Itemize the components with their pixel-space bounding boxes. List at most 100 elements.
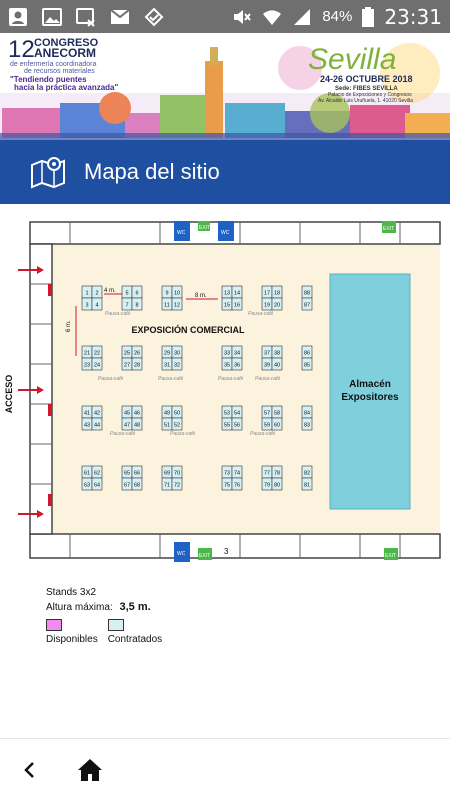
page-title: Mapa del sitio (84, 159, 220, 184)
stand-44[interactable] (91, 417, 103, 431)
banner-venue1: Sede: FIBES SEVILLA (335, 86, 398, 92)
stand-number: 88 (304, 291, 310, 297)
stand-number: 74 (234, 471, 240, 477)
stand-8[interactable] (131, 297, 143, 311)
stand-16[interactable] (231, 297, 243, 311)
stand-12[interactable] (171, 297, 183, 311)
stand-20[interactable] (271, 297, 283, 311)
stand-number: 29 (164, 351, 170, 357)
stand-number: 77 (264, 471, 270, 477)
stand-number: 50 (174, 411, 180, 417)
wc-label: WC (177, 230, 186, 236)
account-icon (9, 7, 27, 26)
pausa-cafe-label: Pausa-café (170, 431, 196, 437)
stand-number: 80 (274, 483, 280, 489)
stand-number: 38 (274, 351, 280, 357)
stand-number: 6 (135, 291, 138, 297)
bottom-wall (29, 533, 441, 559)
stand-number: 83 (304, 423, 310, 429)
stand-number: 84 (304, 411, 310, 417)
floor-plan-svg: WC EXIT WC EXIT WC EXIT 3 EXIT Almacén E… (4, 221, 441, 562)
stand-52[interactable] (171, 417, 183, 431)
exit-label: EXIT (199, 225, 210, 231)
stand-number: 24 (94, 363, 100, 369)
stand-number: 9 (165, 291, 168, 297)
stand-number: 47 (124, 423, 130, 429)
stand-32[interactable] (171, 357, 183, 371)
exit-label: EXIT (385, 553, 396, 559)
floor-plan[interactable]: WC EXIT WC EXIT WC EXIT 3 EXIT Almacén E… (0, 204, 450, 574)
stand-number: 86 (304, 351, 310, 357)
stand-number: 37 (264, 351, 270, 357)
home-button[interactable] (60, 739, 120, 801)
stand-number: 87 (304, 303, 310, 309)
banner-venue2: Palacio de Exposiciones y Congresos (328, 92, 412, 98)
stand-number: 54 (234, 411, 240, 417)
stand-85[interactable] (301, 357, 313, 371)
stand-number: 43 (84, 423, 90, 429)
stand-number: 44 (94, 423, 100, 429)
stand-number: 11 (164, 303, 170, 309)
pausa-cafe-label: Pausa-café (98, 376, 124, 382)
stand-36[interactable] (231, 357, 243, 371)
banner-subtitle2: de recursos materiales (24, 68, 95, 75)
storage-area[interactable] (329, 273, 411, 510)
exit-label: EXIT (383, 226, 394, 232)
stand-number: 1 (85, 291, 88, 297)
stand-number: 17 (264, 291, 270, 297)
check-tag-icon (144, 7, 164, 26)
stand-number: 15 (224, 303, 230, 309)
pausa-cafe-label: Pausa-café (158, 376, 184, 382)
back-button[interactable] (0, 739, 60, 801)
mail-icon (110, 8, 130, 24)
exit-bottom (198, 548, 212, 560)
stand-48[interactable] (131, 417, 143, 431)
stand-number: 3 (85, 303, 88, 309)
stand-83[interactable] (301, 417, 313, 431)
page-header: Mapa del sitio (0, 140, 450, 204)
stand-80[interactable] (271, 477, 283, 491)
stand-number: 8 (135, 303, 138, 309)
stand-number: 22 (94, 351, 100, 357)
stand-number: 45 (124, 411, 130, 417)
top-wall (29, 221, 441, 245)
stand-81[interactable] (301, 477, 313, 491)
pausa-cafe-label: Pausa-café (218, 376, 244, 382)
stand-number: 34 (234, 351, 240, 357)
stand-number: 41 (84, 411, 90, 417)
stand-number: 58 (274, 411, 280, 417)
legend-available-label: Disponibles (46, 634, 98, 645)
wc-top-right (218, 221, 234, 241)
stand-number: 81 (304, 483, 310, 489)
stand-56[interactable] (231, 417, 243, 431)
stand-number: 21 (84, 351, 90, 357)
stand-number: 28 (134, 363, 140, 369)
dimension-markers (75, 293, 218, 356)
clock: 23:31 (384, 4, 442, 29)
stand-number: 30 (174, 351, 180, 357)
mute-icon (234, 9, 252, 24)
legend-swatch-contracted (108, 619, 124, 631)
stand-87[interactable] (301, 297, 313, 311)
stand-76[interactable] (231, 477, 243, 491)
stand-72[interactable] (171, 477, 183, 491)
stand-number: 32 (174, 363, 180, 369)
stand-28[interactable] (131, 357, 143, 371)
stand-number: 40 (274, 363, 280, 369)
stand-number: 48 (134, 423, 140, 429)
chevron-left-icon (24, 761, 34, 778)
banner-venue3: Av. Alcalde Luis Uruñuela, 1. 41020 Sevi… (318, 98, 413, 104)
stand-68[interactable] (131, 477, 143, 491)
access-arrows (18, 266, 44, 518)
stand-number: 78 (274, 471, 280, 477)
stand-24[interactable] (91, 357, 103, 371)
stand-40[interactable] (271, 357, 283, 371)
stand-60[interactable] (271, 417, 283, 431)
stand-4[interactable] (91, 297, 103, 311)
exhibition-label: EXPOSICIÓN COMERCIAL (131, 324, 245, 335)
legend-max-height-value: 3,5 m. (119, 601, 151, 613)
stand-64[interactable] (91, 477, 103, 491)
stand-number: 85 (304, 363, 310, 369)
